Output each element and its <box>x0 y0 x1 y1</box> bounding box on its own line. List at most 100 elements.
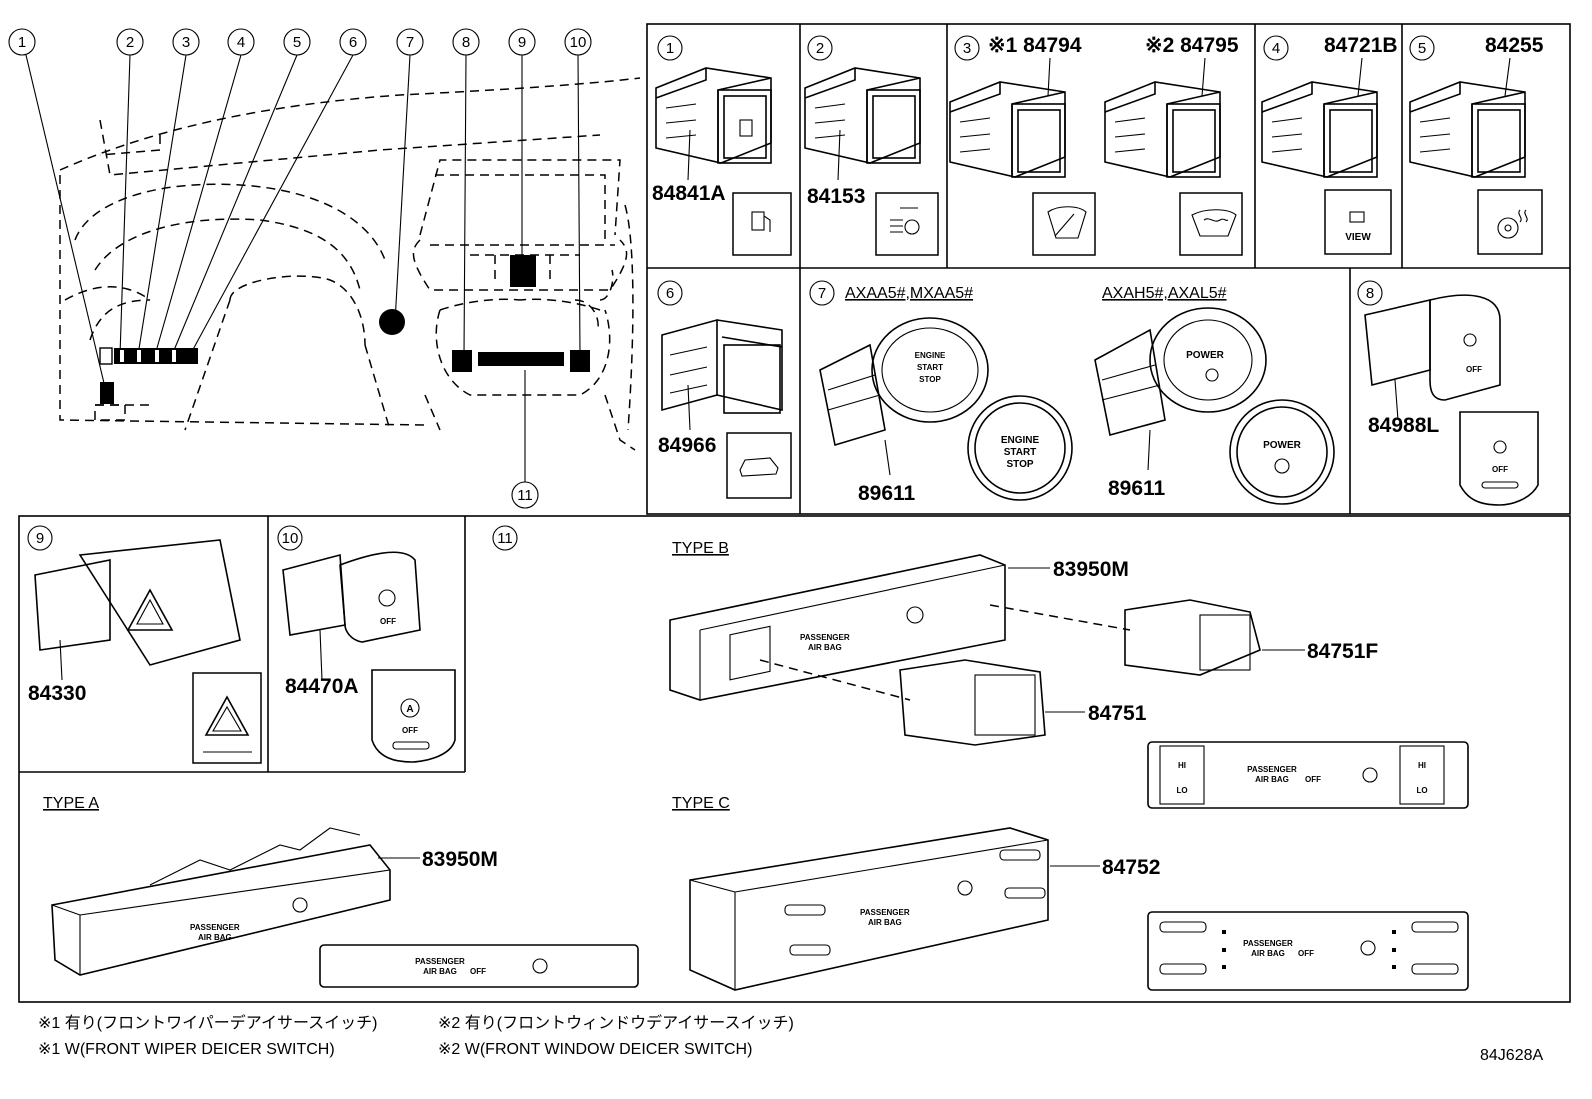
power-icon <box>1205 368 1219 382</box>
panel-11-number: 11 <box>497 530 513 547</box>
hazard-icon <box>204 695 250 736</box>
footnote-1-jp: ※1 有り(フロントワイパーデアイサースイッチ) <box>38 1013 378 1032</box>
start-face-label: START <box>1004 447 1037 458</box>
wiper-deicer-switch <box>949 81 1066 178</box>
panel-8-number: 8 <box>1366 285 1374 302</box>
panel-1: 1 84841A <box>652 35 792 256</box>
part-number-83950M-b: 83950M <box>1053 558 1129 581</box>
stop-label: STOP <box>919 375 941 384</box>
fuel-door-switch <box>655 67 772 164</box>
engine-face-label: ENGINE <box>1001 435 1040 446</box>
panel-10-number: 10 <box>282 530 299 547</box>
part-number-84721B: 84721B <box>1324 34 1398 57</box>
panel-4: 4 84721B VIEW <box>1261 34 1398 255</box>
top-right-grid <box>646 23 1571 515</box>
panel-8: 8 OFF 84988L OFF <box>1357 280 1539 506</box>
panel-3-number: 3 <box>963 40 971 57</box>
panel-10: 10 OFF 84470A A OFF <box>277 525 456 763</box>
callout-7: 7 <box>406 34 414 51</box>
type-a-module: PASSENGER AIR BAG <box>51 827 391 976</box>
type-b-label: TYPE B <box>672 540 729 557</box>
dashboard-outline <box>59 77 641 451</box>
callout-2: 2 <box>126 34 134 51</box>
panel-9: 9 84330 <box>27 525 262 764</box>
left-lo-label: LO <box>1176 786 1187 795</box>
auto-hold-off-label: OFF <box>380 617 396 626</box>
seat-heater-switch-f <box>1124 599 1261 676</box>
part-number-84841A: 84841A <box>652 182 726 205</box>
skid-icon <box>1493 440 1507 454</box>
type-c-face-passenger: PASSENGER <box>1243 939 1293 948</box>
switch-locations <box>99 255 590 404</box>
hazard-icon-box <box>192 672 262 764</box>
type-c-label: TYPE C <box>672 795 730 812</box>
lower-grid <box>18 515 1571 1003</box>
right-lo-label: LO <box>1416 786 1427 795</box>
leader-lines <box>25 54 581 482</box>
footnote-2-jp: ※2 有り(フロントウィンドウデアイサースイッチ) <box>438 1013 794 1032</box>
view-camera-switch <box>1261 81 1378 178</box>
part-number-84966: 84966 <box>658 434 716 457</box>
start-label: START <box>917 363 943 372</box>
type-b-face-passenger: PASSENGER <box>1247 765 1297 774</box>
left-hi-label: HI <box>1178 761 1186 770</box>
headlamp-icon-box <box>875 192 939 256</box>
stop-face-label: STOP <box>1006 459 1033 470</box>
type-a-face-airbag: AIR BAG <box>423 967 457 976</box>
callout-3: 3 <box>182 34 190 51</box>
vsc-face-off-label: OFF <box>1492 465 1508 474</box>
part-number-84751F: 84751F <box>1307 640 1378 663</box>
steering-heater-icon-box <box>1477 189 1543 255</box>
power-label: POWER <box>1186 350 1225 361</box>
panel-4-number: 4 <box>1272 40 1280 57</box>
type-b-airbag-label: AIR BAG <box>808 643 842 652</box>
part-number-84330: 84330 <box>28 682 86 705</box>
footnote-1-en: ※1 W(FRONT WIPER DEICER SWITCH) <box>38 1041 335 1058</box>
seat-heater-switch <box>899 659 1046 746</box>
panel-1-number: 1 <box>666 40 674 57</box>
panel-5: 5 84255 <box>1409 34 1544 255</box>
view-icon-text: VIEW <box>1345 232 1371 243</box>
callout-1: 1 <box>18 34 26 51</box>
wiper-deicer-icon-box <box>1032 192 1096 256</box>
part-number-84752: 84752 <box>1102 856 1160 879</box>
part-number-84470A: 84470A <box>285 675 359 698</box>
callout-6: 6 <box>349 34 357 51</box>
type-c-face-off: OFF <box>1298 949 1314 958</box>
type-a-face-off: OFF <box>470 967 486 976</box>
engine-start-face: ENGINE START STOP <box>967 395 1073 501</box>
part-number-84794: ※1 84794 <box>988 34 1082 57</box>
panel-2-number: 2 <box>816 40 824 57</box>
type-c-face-airbag: AIR BAG <box>1251 949 1285 958</box>
part-number-84795: ※2 84795 <box>1145 34 1239 57</box>
part-number-84751: 84751 <box>1088 702 1147 725</box>
back-door-icon-box <box>726 432 792 499</box>
vsc-off-face: OFF <box>1459 411 1539 506</box>
vsc-off-label: OFF <box>1466 365 1482 374</box>
engine-label: ENGINE <box>915 351 946 360</box>
panel-6-number: 6 <box>666 285 674 302</box>
callout-5: 5 <box>293 34 301 51</box>
type-b-module: PASSENGER AIR BAG <box>669 554 1006 701</box>
panel-5-number: 5 <box>1418 40 1426 57</box>
panel-3: 3 ※1 84794 ※2 84795 <box>949 34 1243 256</box>
fuel-icon <box>739 119 753 137</box>
part-number-84255: 84255 <box>1485 34 1544 57</box>
type-a-passenger-label: PASSENGER <box>190 923 240 932</box>
type-b-passenger-label: PASSENGER <box>800 633 850 642</box>
fuel-icon-box <box>732 192 792 256</box>
type-a-airbag-label: AIR BAG <box>198 933 232 942</box>
power-face-label: POWER <box>1263 440 1302 451</box>
auto-hold-face: A OFF <box>371 669 456 763</box>
type-c-airbag-label: AIR BAG <box>868 918 902 927</box>
diagram-id: 84J628A <box>1480 1047 1543 1064</box>
power-back-door-switch <box>661 319 783 414</box>
wiper-deicer-icon <box>1047 206 1087 239</box>
part-number-84153: 84153 <box>807 185 865 208</box>
part-number-89611-b: 89611 <box>1108 477 1166 500</box>
auto-headlamp-icon <box>904 219 920 235</box>
type-b-face-off: OFF <box>1305 775 1321 784</box>
window-deicer-icon <box>1191 209 1237 237</box>
steering-heater-switch <box>1409 81 1526 178</box>
callout-11: 11 <box>517 487 533 504</box>
